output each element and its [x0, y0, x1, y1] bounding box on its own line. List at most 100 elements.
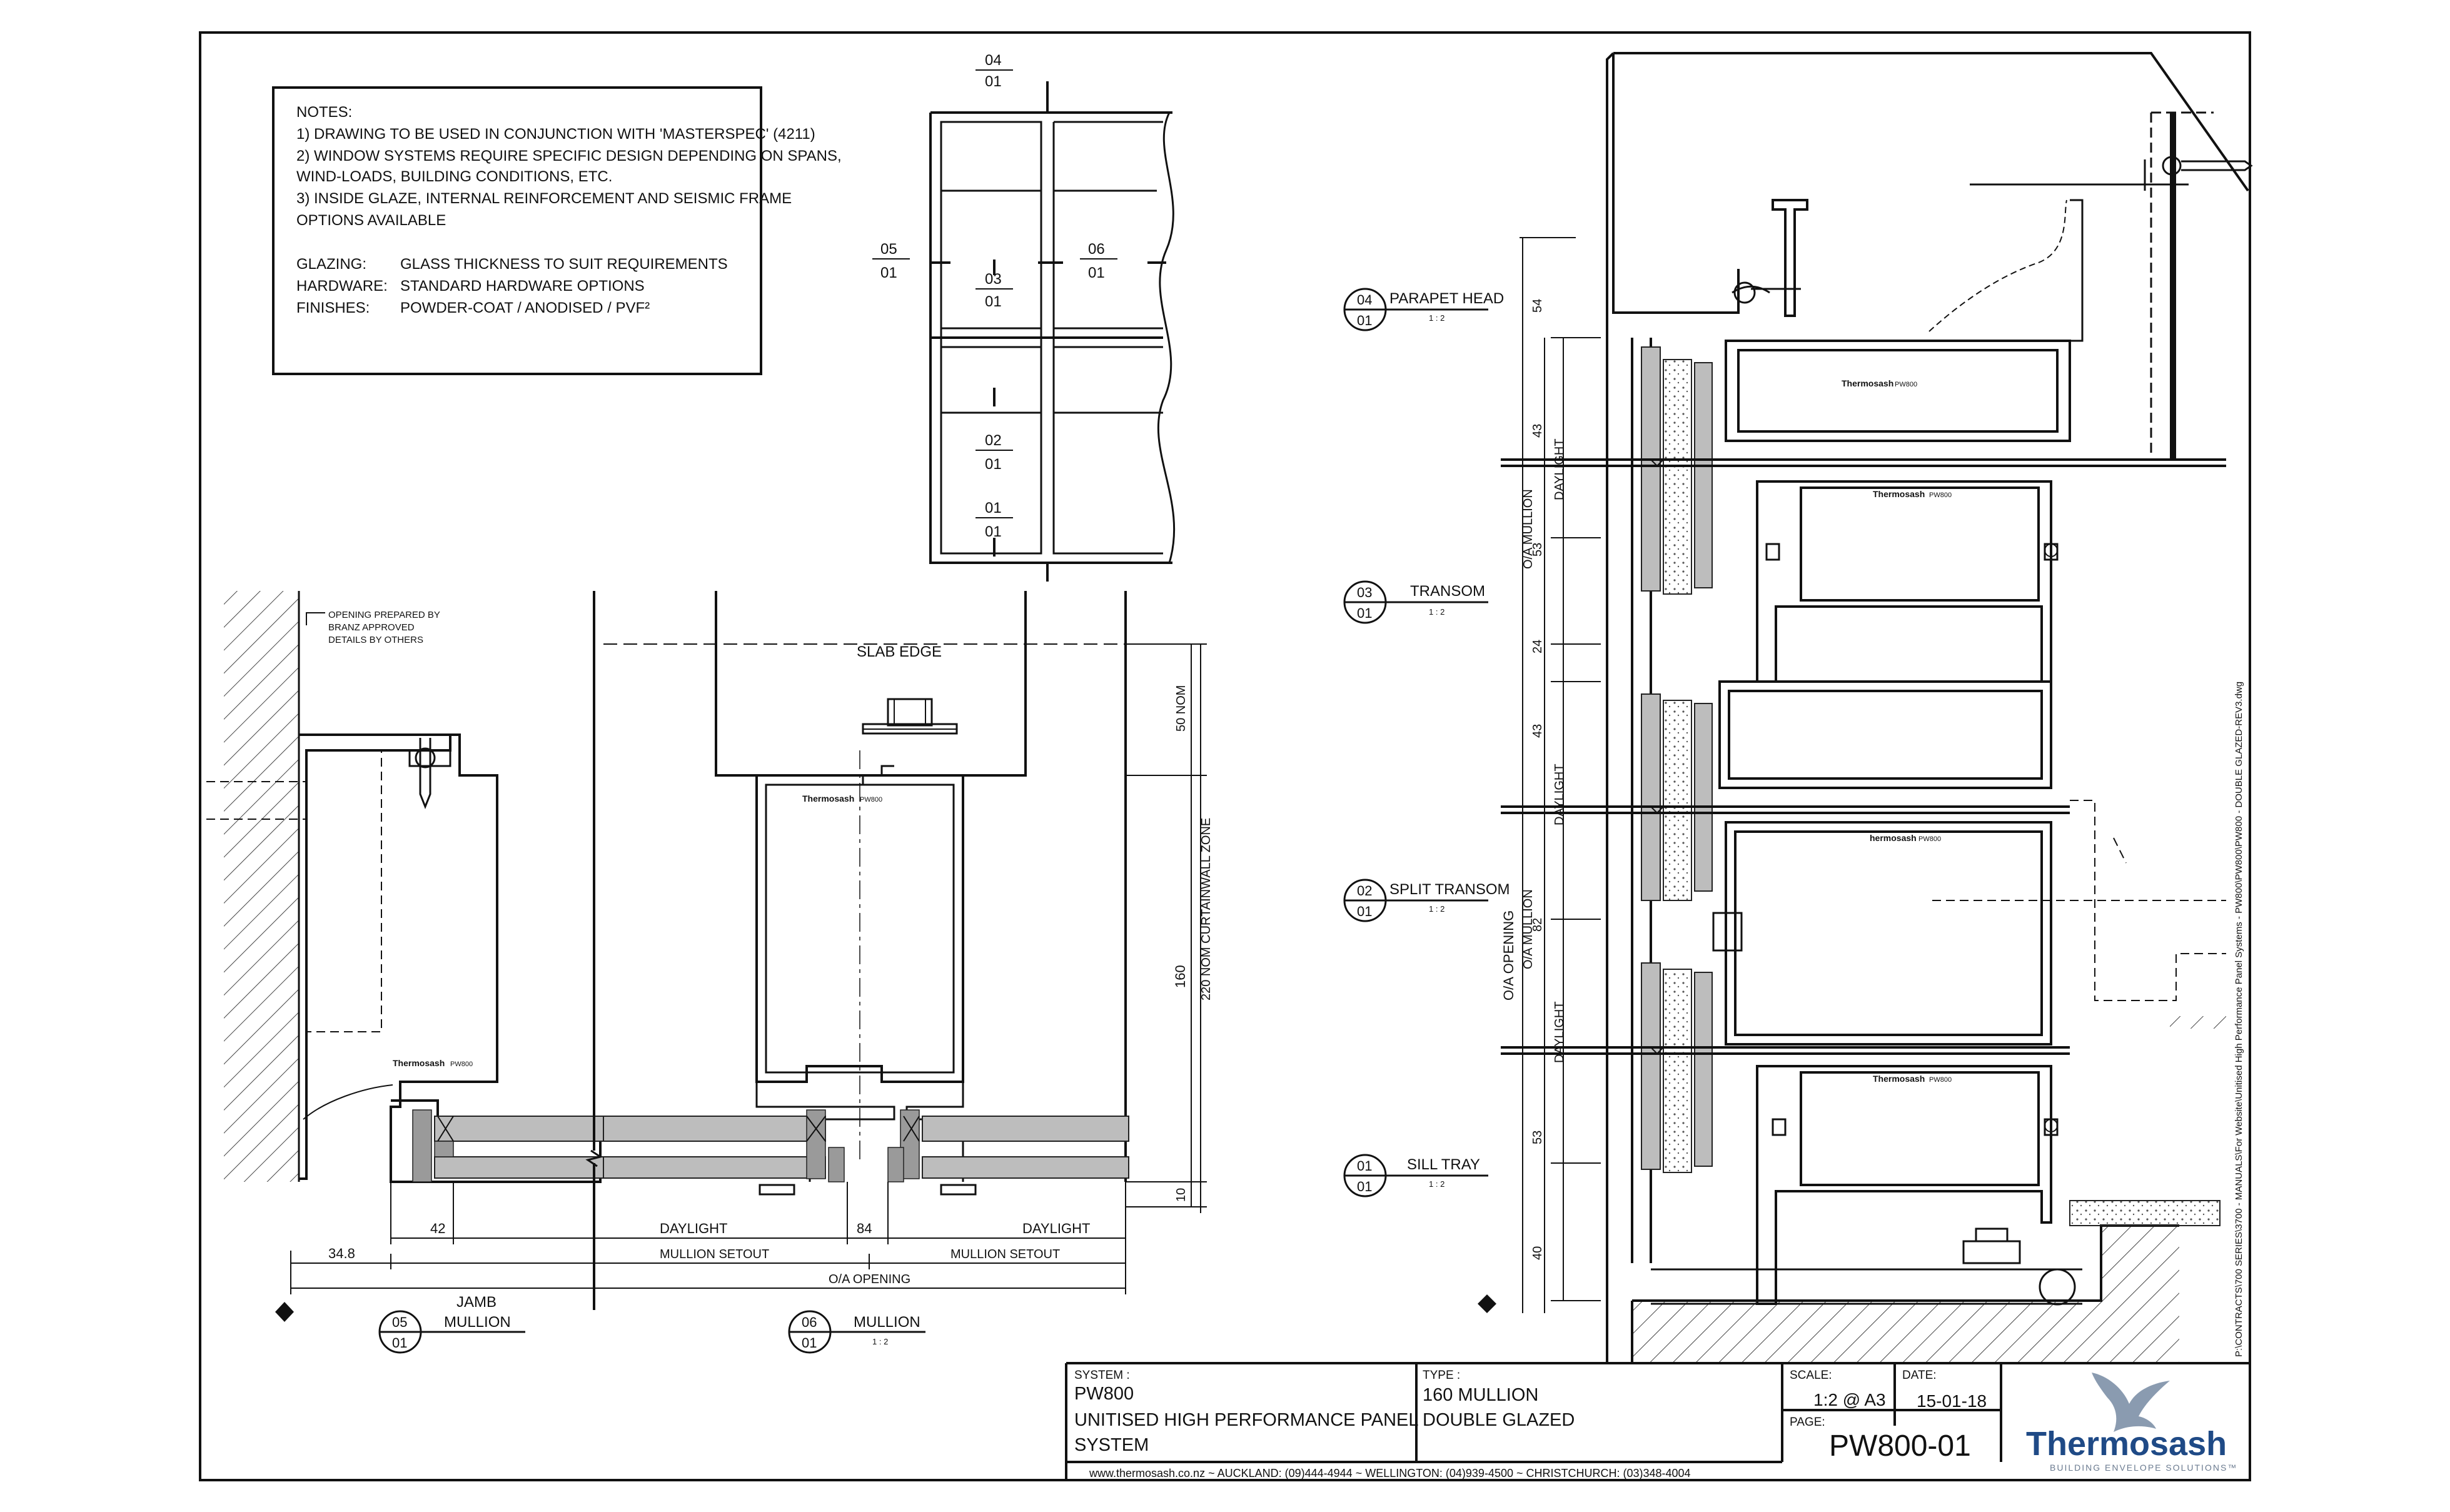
dim-daylight: DAYLIGHT: [1553, 764, 1566, 825]
section-title: TRANSOM: [1410, 583, 1485, 600]
note-line: WIND-LOADS, BUILDING CONDITIONS, ETC.: [296, 168, 612, 185]
section-scale: 1 : 2: [872, 1337, 888, 1346]
note-line: 2) WINDOW SYSTEMS REQUIRE SPECIFIC DESIG…: [296, 148, 842, 164]
vertical-section: Thermosash PW800 Thermosash PW800 hermos…: [1343, 52, 2253, 1363]
spec-value: STANDARD HARDWARE OPTIONS: [400, 278, 645, 295]
slab-edge-label: SLAB EDGE: [857, 643, 942, 660]
plan-brand: Thermosash: [802, 794, 854, 804]
dim-42: 42: [430, 1221, 445, 1236]
section-sheet: 01: [802, 1335, 817, 1351]
section-num: 04: [1357, 292, 1372, 308]
dim-oa-opening: O/A OPENING: [1501, 910, 1516, 1000]
section-scale: 1 : 2: [1429, 313, 1444, 323]
system-line: UNITISED HIGH PERFORMANCE PANEL: [1074, 1410, 1419, 1430]
scale-label: SCALE:: [1790, 1369, 1832, 1382]
logo-name: Thermosash: [2026, 1425, 2227, 1463]
section-scale: 1 : 2: [1429, 607, 1444, 617]
box-brand: hermosash: [1870, 833, 1917, 843]
dim-53: 53: [1531, 1131, 1545, 1144]
elev-ref-sheet: 01: [1088, 265, 1105, 281]
spec-key: FINISHES:: [296, 300, 370, 316]
section-title: MULLION: [854, 1314, 920, 1331]
notes-heading: NOTES:: [296, 104, 352, 121]
box-model: PW800: [1918, 835, 1941, 843]
dim-oa-mullion: O/A MULLION: [1521, 889, 1535, 969]
elev-ref-sheet: 01: [985, 293, 1002, 310]
dim-43: 43: [1531, 424, 1545, 438]
note-line: 3) INSIDE GLAZE, INTERNAL REINFORCEMENT …: [296, 190, 792, 207]
dim-54: 54: [1531, 299, 1545, 313]
section-title: MULLION: [444, 1314, 511, 1331]
section-sheet: 01: [392, 1335, 407, 1351]
plan-brand: Thermosash: [393, 1058, 445, 1068]
section-num: 05: [392, 1314, 407, 1330]
section-sheet: 01: [1357, 605, 1372, 621]
system-line: SYSTEM: [1074, 1435, 1149, 1455]
elev-ref-num: 01: [985, 500, 1002, 517]
spec-value: GLASS THICKNESS TO SUIT REQUIREMENTS: [400, 256, 728, 273]
footer-contacts: www.thermosash.co.nz ~ AUCKLAND: (09)444…: [1089, 1467, 1691, 1479]
plan-annotation: DETAILS BY OTHERS: [328, 635, 423, 645]
section-num: 03: [1357, 585, 1372, 600]
dim-84: 84: [857, 1221, 872, 1236]
section-label-04: 04 01 PARAPET HEAD 1 : 2: [1343, 288, 1504, 331]
elev-ref-num: 06: [1088, 241, 1105, 258]
spec-key: GLAZING:: [296, 256, 366, 273]
dim-34-8: 34.8: [328, 1246, 355, 1261]
elev-ref-num: 02: [985, 432, 1002, 449]
section-label-06: 06 01 MULLION 1 : 2: [788, 1310, 925, 1354]
dim-53: 53: [1531, 543, 1545, 557]
note-line: 1) DRAWING TO BE USED IN CONJUNCTION WIT…: [296, 126, 815, 143]
file-path: P:\CONTRACTS\700 SERIES\3700 - MANUALS\F…: [2234, 682, 2244, 1357]
elev-ref-sheet: 01: [985, 523, 1002, 540]
dim-10: 10: [1174, 1188, 1188, 1202]
dim-daylight: DAYLIGHT: [1553, 438, 1566, 500]
dim-oa-mullion: O/A MULLION: [1521, 489, 1535, 569]
section-num: 01: [1357, 1158, 1372, 1174]
dim-160: 160: [1172, 965, 1188, 988]
plan-section: OPENING PREPARED BY BRANZ APPROVED DETAI…: [206, 591, 1213, 1354]
section-sheet: 01: [1357, 313, 1372, 328]
thermosash-logo: Thermosash BUILDING ENVELOPE SOLUTIONS™: [2026, 1373, 2236, 1473]
box-model: PW800: [1895, 381, 1917, 388]
dim-50-nom: 50 NOM: [1174, 685, 1188, 732]
section-num: 06: [802, 1314, 817, 1330]
elev-ref-num: 03: [985, 271, 1002, 288]
box-model: PW800: [1929, 491, 1952, 499]
date-label: DATE:: [1902, 1369, 1937, 1382]
dim-40: 40: [1531, 1246, 1545, 1260]
box-brand: Thermosash: [1873, 489, 1925, 499]
date-value: 15-01-18: [1917, 1391, 1987, 1411]
section-title: JAMB: [456, 1294, 497, 1311]
elev-ref-sheet: 01: [880, 265, 897, 281]
section-scale: 1 : 2: [1429, 1179, 1444, 1189]
scale-value: 1:2 @ A3: [1813, 1390, 1886, 1409]
dim-82: 82: [1531, 918, 1545, 932]
elevation-key: 04 01 05 01 06 01 03 01 02 01 01 01: [872, 52, 1176, 582]
box-model: PW800: [1929, 1076, 1952, 1084]
system-line: PW800: [1074, 1384, 1134, 1404]
section-label-02: 02 01 SPLIT TRANSOM 1 : 2: [1343, 879, 1510, 922]
section-title: SPLIT TRANSOM: [1389, 881, 1510, 898]
bird-icon: [2092, 1373, 2170, 1432]
box-brand: Thermosash: [1873, 1074, 1925, 1084]
dim-43: 43: [1531, 724, 1545, 738]
spec-key: HARDWARE:: [296, 278, 388, 295]
title-block: SYSTEM : PW800 UNITISED HIGH PERFORMANCE…: [1065, 1362, 2250, 1480]
note-line: OPTIONS AVAILABLE: [296, 212, 446, 229]
section-label-03: 03 01 TRANSOM 1 : 2: [1343, 580, 1488, 624]
plan-annotation: BRANZ APPROVED: [328, 622, 415, 633]
dim-mullion-setout: MULLION SETOUT: [950, 1247, 1060, 1261]
datum-marker: [1478, 1294, 1496, 1313]
section-title: PARAPET HEAD: [1389, 290, 1504, 307]
dim-oa-opening: O/A OPENING: [829, 1273, 910, 1286]
dim-daylight: DAYLIGHT: [1553, 1001, 1566, 1063]
plan-model: PW800: [860, 796, 882, 804]
system-label: SYSTEM :: [1074, 1369, 1130, 1382]
spec-value: POWDER-COAT / ANODISED / PVF²: [400, 300, 650, 316]
dim-220-zone: 220 NOM CURTAINWALL ZONE: [1199, 818, 1213, 1000]
sheet-border: [199, 31, 2251, 1481]
plan-annotation: OPENING PREPARED BY: [328, 610, 440, 620]
plan-model: PW800: [450, 1061, 473, 1068]
type-line: DOUBLE GLAZED: [1423, 1410, 1575, 1430]
